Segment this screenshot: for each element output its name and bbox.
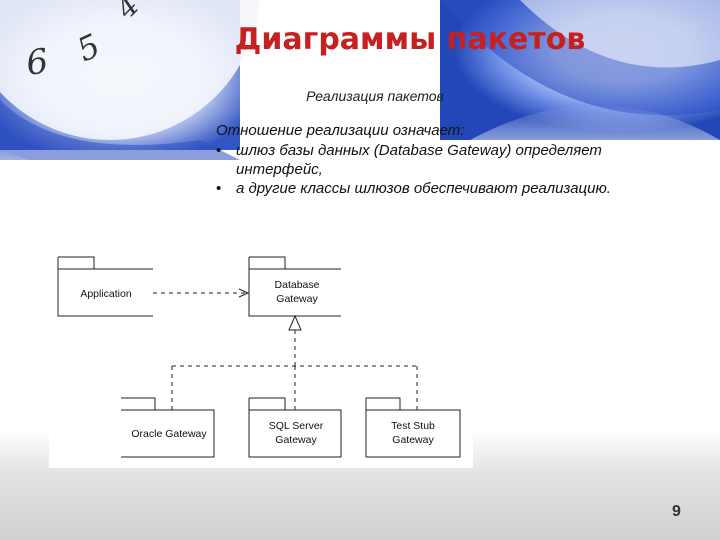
- bullet-item: • шлюз базы данных (Database Gateway) оп…: [216, 141, 686, 179]
- test-stub-gateway-label-2: Gateway: [392, 434, 434, 446]
- application-label: Application: [80, 288, 132, 300]
- oracle-gateway-label: Oracle Gateway: [131, 428, 207, 440]
- bullet-item: • а другие классы шлюзов обеспечивают ре…: [216, 179, 686, 198]
- database-gateway-label-2: Gateway: [276, 293, 318, 305]
- bullet-dot: •: [216, 142, 222, 159]
- bullet-list: • шлюз базы данных (Database Gateway) оп…: [216, 141, 686, 198]
- bullet-dot: •: [216, 180, 222, 197]
- database-gateway-label-1: Database: [275, 279, 320, 291]
- slide-title: Диаграммы пакетов: [234, 22, 586, 57]
- package-application: [57, 256, 153, 317]
- package-sql-server-gateway: [248, 397, 342, 458]
- package-diagram-svg: Application Database Gateway Oracle Gate…: [57, 256, 461, 458]
- lead-text: Отношение реализации означает:: [216, 122, 465, 139]
- dependency-arrowhead: [238, 288, 250, 298]
- package-oracle-gateway: [121, 397, 215, 458]
- bullet-text: шлюз базы данных (Database Gateway) опре…: [236, 142, 602, 178]
- package-test-stub-gateway: [365, 397, 461, 458]
- package-database-gateway: [248, 256, 341, 317]
- page-number: 9: [672, 503, 681, 520]
- realization-triangle: [288, 314, 302, 331]
- sql-server-gateway-label-2: Gateway: [275, 434, 317, 446]
- sql-server-gateway-label-1: SQL Server: [269, 420, 324, 432]
- slide-subtitle: Реализация пакетов: [306, 88, 444, 104]
- package-diagram: Application Database Gateway Oracle Gate…: [49, 248, 473, 468]
- test-stub-gateway-label-1: Test Stub: [391, 420, 435, 432]
- bullet-text: а другие классы шлюзов обеспечивают реал…: [236, 180, 611, 197]
